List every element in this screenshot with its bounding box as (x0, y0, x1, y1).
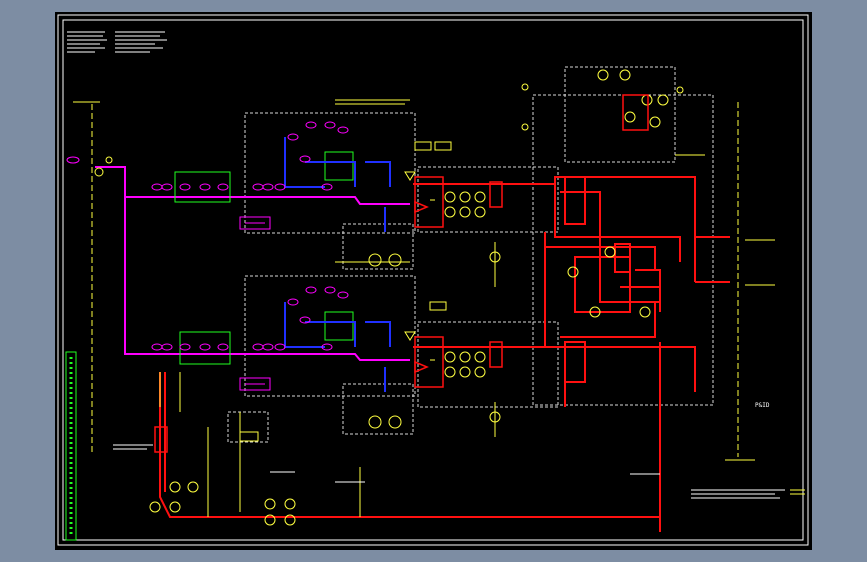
cad-drawing-sheet: P&ID (55, 12, 812, 550)
sheet-code: P&ID (755, 402, 770, 409)
vessel-symbols (154, 94, 649, 453)
equipment-blocks (239, 216, 271, 391)
pid-diagram: P&ID (57, 14, 809, 546)
skid-boundaries (227, 66, 714, 443)
header-notes (67, 31, 167, 53)
outer-frame (57, 14, 809, 546)
filter-skids (174, 151, 354, 365)
drawing-annotations (113, 444, 785, 499)
process-lines (159, 176, 730, 532)
utility-headers (91, 102, 739, 457)
yellow-annotations (73, 99, 805, 495)
inner-frame (62, 19, 804, 541)
main-headers (95, 166, 410, 361)
instrument-bubbles (66, 121, 349, 351)
left-margin-strip (65, 351, 77, 541)
instrument-symbols (94, 69, 684, 526)
